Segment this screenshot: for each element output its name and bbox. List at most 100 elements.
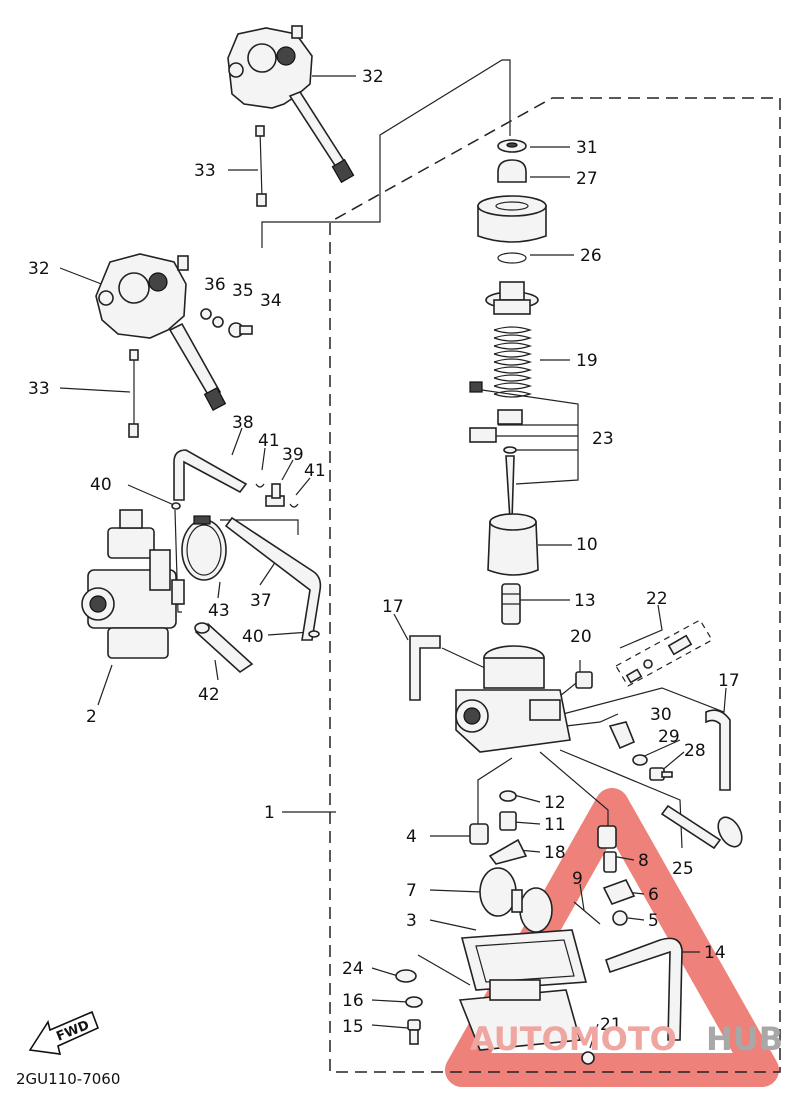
- callout-17-left: 17: [382, 597, 404, 617]
- callout-43: 43: [208, 601, 230, 621]
- pipe-17-left: [409, 635, 441, 701]
- throttle-valve-10: [487, 513, 539, 576]
- screw-15: [407, 1019, 421, 1045]
- callout-20: 20: [570, 627, 592, 647]
- carburetor-assembly-left: [81, 509, 185, 659]
- callout-40-a: 40: [90, 475, 112, 495]
- gasket-3: [460, 929, 588, 991]
- watermark-automoto: AUTOMOTO: [470, 1020, 677, 1058]
- callout-34: 34: [260, 291, 282, 311]
- callout-40-b: 40: [242, 627, 264, 647]
- screw-28: [649, 767, 673, 781]
- float-7: [479, 867, 553, 933]
- callout-13: 13: [574, 591, 596, 611]
- pilot-screw-25: [660, 804, 743, 850]
- needle-set-23: [469, 381, 523, 521]
- plate-18: [488, 838, 528, 865]
- callout-7: 7: [406, 881, 417, 901]
- pilot-jet-8: [597, 825, 617, 873]
- float-pin-9: [573, 901, 601, 925]
- callout-1: 1: [264, 803, 275, 823]
- callout-4: 4: [406, 827, 417, 847]
- callout-25: 25: [672, 859, 694, 879]
- clip-rings-40-41: [171, 483, 320, 638]
- washer-16: [405, 996, 423, 1008]
- callout-41-b: 41: [304, 461, 326, 481]
- drain-hose-14: [604, 937, 683, 1041]
- needle-jet-13: [501, 583, 521, 625]
- throttle-housing-top: [227, 25, 355, 184]
- washer-12: [499, 790, 517, 802]
- callout-38: 38: [232, 413, 254, 433]
- callout-18: 18: [544, 843, 566, 863]
- callout-14: 14: [704, 943, 726, 963]
- callout-41-a: 41: [258, 431, 280, 451]
- throttle-housing-left: [95, 253, 227, 412]
- callout-22: 22: [646, 589, 668, 609]
- screw-5: [612, 910, 628, 926]
- callout-17-right: 17: [718, 671, 740, 691]
- callout-5: 5: [648, 911, 659, 931]
- callout-16: 16: [342, 991, 364, 1011]
- callout-31: 31: [576, 138, 598, 158]
- callout-33-top: 33: [194, 161, 216, 181]
- clamp-43: [181, 515, 227, 581]
- callout-3: 3: [406, 911, 417, 931]
- callout-30: 30: [650, 705, 672, 725]
- callout-19: 19: [576, 351, 598, 371]
- plate-6: [602, 879, 636, 905]
- pipe-42: [194, 622, 254, 674]
- callout-11: 11: [544, 815, 566, 835]
- washer-31: [497, 139, 527, 153]
- spring-19: [493, 326, 532, 398]
- callout-35: 35: [232, 281, 254, 301]
- plug-4: [469, 823, 489, 845]
- throttle-cable-top: [255, 125, 267, 207]
- float-chamber-21: [458, 979, 595, 1065]
- callout-2: 2: [86, 707, 97, 727]
- main-jet-11: [499, 811, 517, 831]
- throttle-cable-left: [128, 349, 139, 438]
- callout-29: 29: [658, 727, 680, 747]
- cap-27: [497, 159, 527, 183]
- callout-23: 23: [592, 429, 614, 449]
- hose-38: [173, 449, 248, 501]
- callout-32-left: 32: [28, 259, 50, 279]
- callout-39: 39: [282, 445, 304, 465]
- leader-lines: [59, 59, 727, 1049]
- bracket-30: [608, 721, 636, 750]
- callout-24: 24: [342, 959, 364, 979]
- callout-37: 37: [250, 591, 272, 611]
- washer-24: [395, 969, 417, 983]
- callout-21: 21: [600, 1015, 622, 1035]
- callout-26: 26: [580, 246, 602, 266]
- callout-8: 8: [638, 851, 649, 871]
- callout-9: 9: [572, 869, 583, 889]
- fitting-20: [575, 671, 593, 689]
- callout-36: 36: [204, 275, 226, 295]
- callout-10: 10: [576, 535, 598, 555]
- top-cover-26-nut: [477, 195, 547, 243]
- carburetor-body-main: [455, 645, 571, 753]
- assembly-boundary: [329, 97, 781, 1073]
- callout-42: 42: [198, 685, 220, 705]
- watermark-text: AUTOMOTO HUB: [470, 1020, 783, 1058]
- part-code: 2GU110-7060: [16, 1070, 120, 1088]
- o-ring-26: [497, 252, 527, 264]
- callout-27: 27: [576, 169, 598, 189]
- watermark-hub: HUB: [706, 1020, 783, 1058]
- callout-33-left: 33: [28, 379, 50, 399]
- tee-fitting-39: [265, 483, 285, 507]
- washer-screw-set-34-36: [200, 308, 253, 338]
- callout-15: 15: [342, 1017, 364, 1037]
- holder-top: [485, 281, 539, 315]
- pipe-17-right: [705, 709, 731, 791]
- callout-32-top: 32: [362, 67, 384, 87]
- callout-28: 28: [684, 741, 706, 761]
- callout-6: 6: [648, 885, 659, 905]
- washer-29: [632, 754, 648, 766]
- hose-37: [224, 516, 322, 641]
- fwd-arrow-icon: FWD: [28, 1010, 100, 1055]
- screw-kit-22: [615, 619, 713, 687]
